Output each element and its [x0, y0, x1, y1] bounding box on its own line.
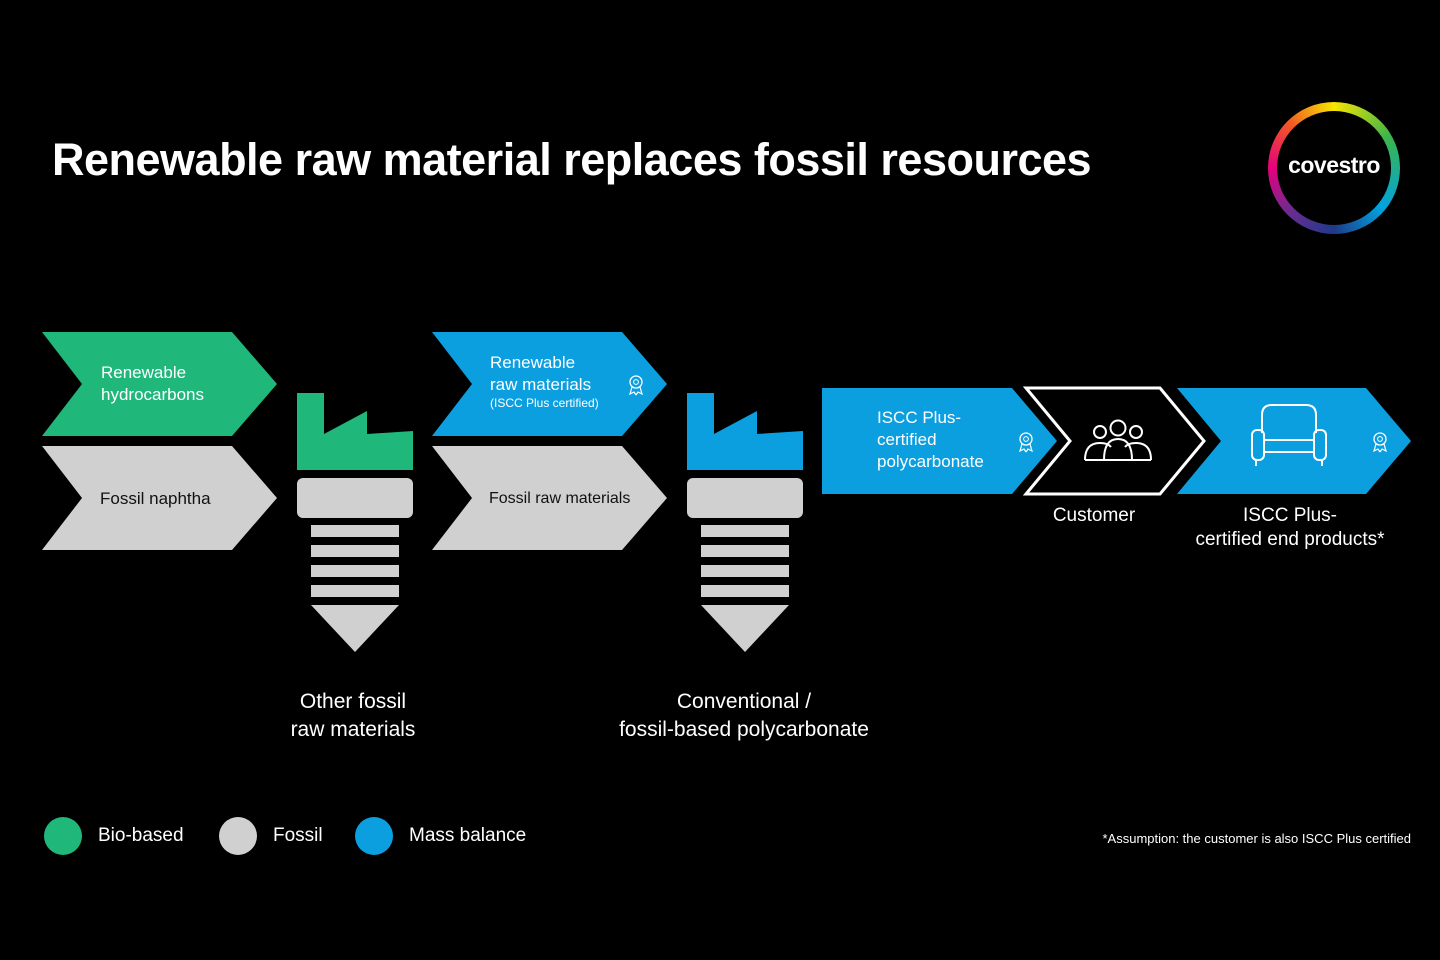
- label-fossil-naphtha: Fossil naphtha: [100, 489, 211, 508]
- factory-icon-plant-2: [687, 393, 803, 652]
- label-iscc-plus-certified: (ISCC Plus certified): [490, 396, 599, 410]
- legend-label: Mass balance: [409, 825, 527, 846]
- caption-plant-2: Conventional / fossil-based polycarbonat…: [619, 690, 869, 741]
- footnote: *Assumption: the customer is also ISCC P…: [1102, 831, 1411, 846]
- chevron-fossil-naphtha: [42, 446, 277, 550]
- chevron-renewable-hydrocarbons: [42, 332, 277, 436]
- logo-text: covestro: [1288, 152, 1380, 178]
- legend-dot-fossil: [219, 817, 257, 855]
- label-renewable-raw-materials: Renewable raw materials: [490, 353, 592, 394]
- legend-item-mass-balance: Mass balance: [355, 816, 526, 856]
- legend-label: Bio-based: [98, 825, 184, 846]
- label-renewable-raw-materials-block: Renewable raw materials (ISCC Plus certi…: [490, 352, 599, 410]
- legend-item-fossil: Fossil: [219, 816, 323, 856]
- page-title: Renewable raw material replaces fossil r…: [52, 134, 1092, 185]
- legend-dot-bio-based: [44, 817, 82, 855]
- armchair-icon: [1251, 404, 1327, 466]
- people-group-icon: [1084, 419, 1152, 461]
- label-fossil-raw-materials: Fossil raw materials: [489, 490, 631, 507]
- chevron-iscc-polycarbonate: [822, 388, 1057, 494]
- legend-item-bio-based: Bio-based: [44, 816, 184, 856]
- chevron-renewable-raw-materials: [432, 332, 667, 436]
- caption-plant-1: Other fossil raw materials: [290, 690, 416, 741]
- chevron-customer: [1022, 386, 1206, 496]
- factory-icon-plant-1: [297, 393, 413, 652]
- label-renewable-hydrocarbons: Renewable hydrocarbons: [101, 363, 205, 404]
- covestro-logo: covestro: [1268, 102, 1400, 234]
- caption-end-products: ISCC Plus- certified end products*: [1195, 505, 1385, 550]
- legend-dot-mass-balance: [355, 817, 393, 855]
- chevron-fossil-raw-materials: [432, 446, 667, 550]
- caption-customer: Customer: [1052, 505, 1136, 526]
- label-iscc-polycarbonate: ISCC Plus- certified polycarbonate: [877, 408, 984, 471]
- legend-label: Fossil: [273, 825, 323, 846]
